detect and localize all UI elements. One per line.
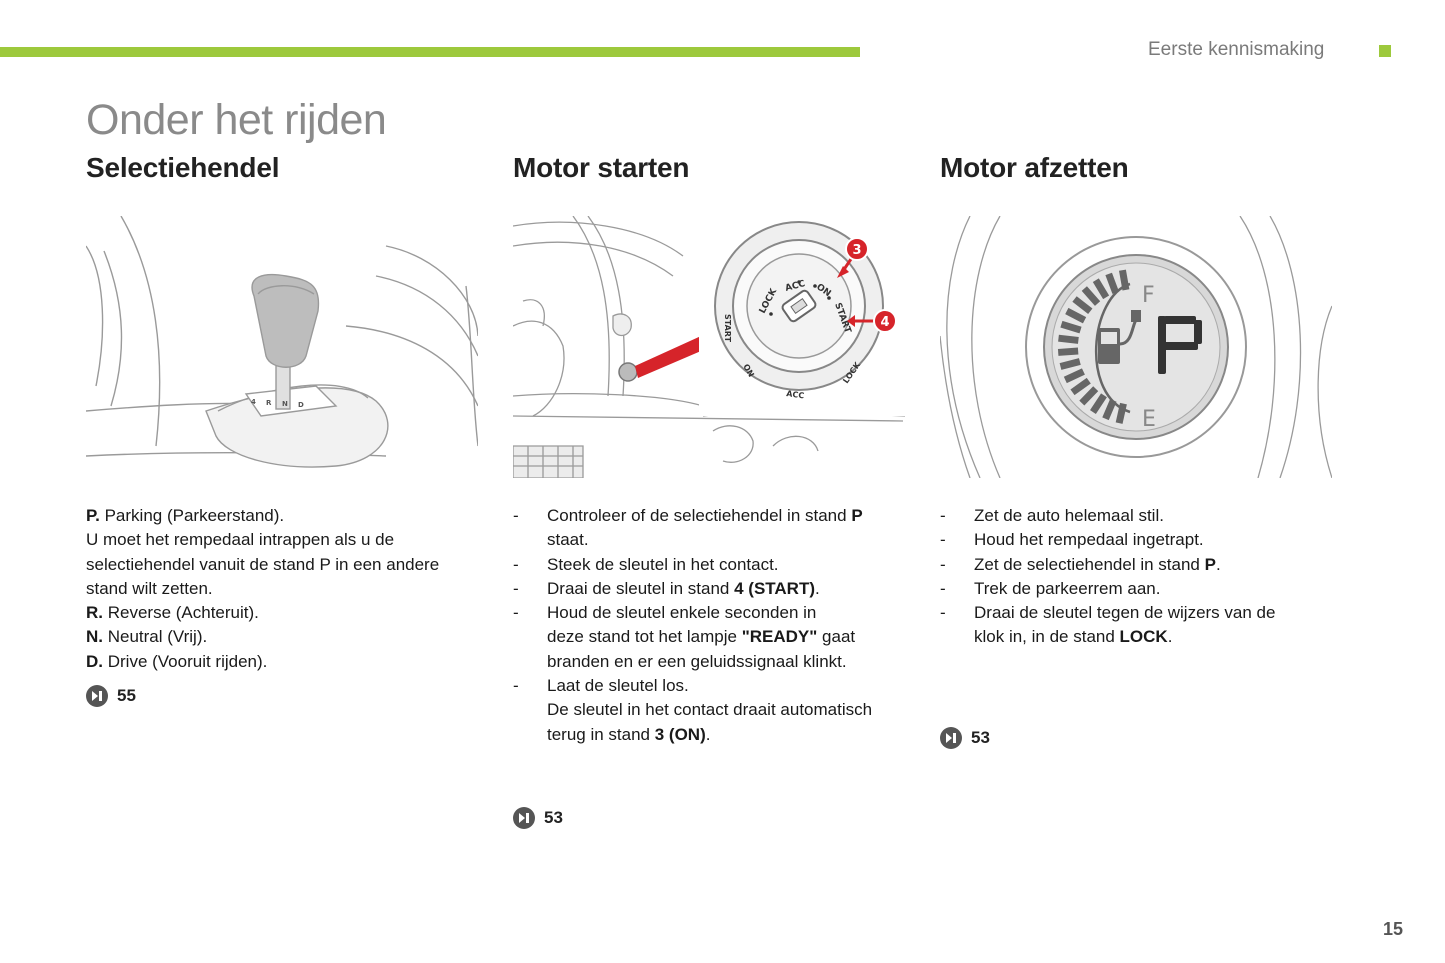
ignition-switch-illustration: LOCK ACC ON START START ON ACC LOCK 3 4 <box>513 216 905 478</box>
gear-label-4: 4 <box>251 398 256 406</box>
bullet-item: - Houd de sleutel enkele seconden in dez… <box>513 603 856 671</box>
fuel-segment <box>1102 399 1117 421</box>
page-reference-number: 55 <box>117 686 136 705</box>
gear-label-n: N <box>282 400 288 408</box>
text-line: selectiehendel vanuit de stand P in een … <box>86 554 440 574</box>
ring-label-acc: ACC <box>786 389 805 400</box>
fuel-segment <box>1059 358 1081 370</box>
text-line: N. Neutral (Vrij). <box>86 627 208 647</box>
column-heading: Selectiehendel <box>86 152 280 183</box>
next-page-icon <box>513 807 535 829</box>
fuel-segment <box>1063 368 1085 384</box>
section-square-icon <box>1379 45 1391 57</box>
bullet-item: - Zet de selectiehendel in stand P. <box>940 554 1221 574</box>
bullet-item: - Draai de sleutel tegen de wijzers van … <box>940 603 1276 647</box>
page-title: Onder het rijden <box>86 96 387 144</box>
text-line: stand wilt zetten. <box>86 578 213 598</box>
column-motor-starten: Motor starten LOCK <box>513 152 908 829</box>
callout-4-marker <box>873 309 897 333</box>
instrument-display-illustration: F E <box>940 216 1332 478</box>
top-accent-bar <box>0 47 860 57</box>
page-reference-link[interactable]: 53 <box>940 727 990 749</box>
fuel-plug-icon <box>1098 310 1141 364</box>
fuel-segment <box>1072 296 1093 315</box>
text-line: U moet het rempedaal intrappen als u de <box>86 530 395 550</box>
column-heading: Motor afzetten <box>940 152 1129 183</box>
fuel-segment <box>1092 278 1110 300</box>
column-heading: Motor starten <box>513 152 690 183</box>
bullet-item: - Draai de sleutel in stand 4 (START). <box>513 578 820 598</box>
fuel-segment <box>1060 320 1082 334</box>
page-reference-link[interactable]: 55 <box>86 685 136 707</box>
callout-3-marker <box>845 237 869 261</box>
callout-3-label: 3 <box>852 243 861 258</box>
fuel-segment <box>1105 272 1119 294</box>
bullet-item: - Houd het rempedaal ingetrapt. <box>940 530 1204 550</box>
section-label: Eerste kennismaking <box>1148 39 1325 60</box>
fuel-segment <box>1079 386 1099 406</box>
page-reference-number: 53 <box>971 728 990 747</box>
page-reference-link[interactable]: 53 <box>513 807 563 829</box>
callout-4-label: 4 <box>880 315 889 330</box>
gear-label-d: D <box>298 401 304 409</box>
fuel-segment <box>1115 402 1127 424</box>
fuel-segment <box>1090 393 1107 414</box>
fuel-segment <box>1058 334 1079 344</box>
column-motor-afzetten: Motor afzetten F E <box>940 152 1335 749</box>
bullet-item: - Trek de parkeerrem aan. <box>940 578 1161 598</box>
column-selectiehendel: Selectiehendel 4 R N D P. Parking (Par <box>86 152 481 707</box>
fuel-segment <box>1070 377 1091 396</box>
bullet-item: - Laat de sleutel los. De sleutel in het… <box>513 676 873 744</box>
page-reference-number: 53 <box>544 808 563 827</box>
fuel-segment <box>1057 347 1079 356</box>
ring-label-start: START <box>723 314 732 343</box>
bullet-item: - Steek de sleutel in het contact. <box>513 554 779 574</box>
fuel-segment <box>1065 307 1087 324</box>
gear-label-r: R <box>266 399 272 407</box>
stop-instructions: - Zet de auto helemaal stil. - Houd het … <box>940 504 1340 650</box>
bullet-item: - Controleer of de selectiehendel in sta… <box>513 506 863 550</box>
page-number: 15 <box>1383 919 1404 939</box>
text-line: R. Reverse (Achteruit). <box>86 603 259 623</box>
gauge-full-label: F <box>1142 283 1155 308</box>
next-page-icon <box>940 727 962 749</box>
text-line: D. Drive (Vooruit rijden). <box>86 651 268 671</box>
bullet-item: - Zet de auto helemaal stil. <box>940 506 1164 525</box>
gauge-empty-label: E <box>1142 407 1156 432</box>
fuel-gauge-segments <box>1057 269 1130 424</box>
fuel-segment <box>1081 286 1101 306</box>
gear-selector-illustration: 4 R N D <box>86 216 478 468</box>
text-line: P. Parking (Parkeerstand). <box>86 506 285 525</box>
selector-description: P. Parking (Parkeerstand). U moet het re… <box>86 504 486 674</box>
start-instructions: - Controleer of de selectiehendel in sta… <box>513 504 913 747</box>
next-page-icon <box>86 685 108 707</box>
